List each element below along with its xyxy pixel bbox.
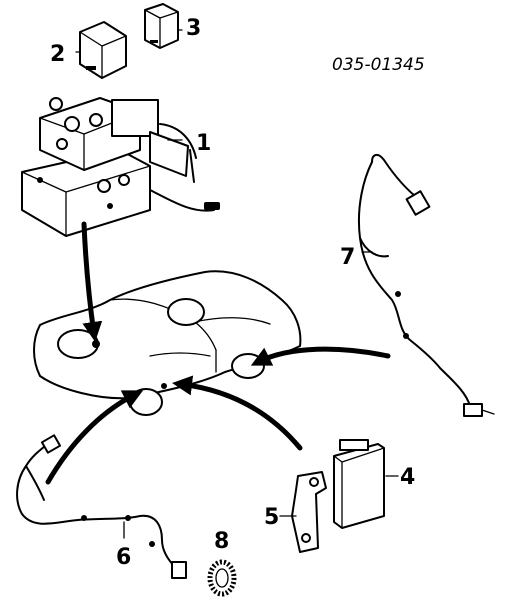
wheel-sensor-part-7 <box>357 154 495 417</box>
relay-box-part-2 <box>79 21 127 79</box>
sensor-rotor-part-8 <box>207 559 237 597</box>
control-module-part-4 <box>333 439 385 529</box>
callout-4: 4 <box>400 465 415 490</box>
leader-lines <box>75 29 399 539</box>
bracket-part-5 <box>291 471 327 553</box>
wheel-sensor-part-6 <box>16 434 187 579</box>
part-number: 035-01345 <box>332 55 425 75</box>
callout-6: 6 <box>116 545 131 570</box>
vehicle-body <box>33 270 302 416</box>
callout-1: 1 <box>196 131 211 156</box>
relay-part-3 <box>144 3 179 49</box>
location-arrows <box>45 221 391 485</box>
callout-2: 2 <box>50 42 65 67</box>
callout-7: 7 <box>340 245 355 270</box>
callout-5: 5 <box>264 505 279 530</box>
abs-hydraulic-unit-part-1 <box>21 97 220 237</box>
callout-3: 3 <box>186 16 201 41</box>
callout-8: 8 <box>214 529 229 554</box>
